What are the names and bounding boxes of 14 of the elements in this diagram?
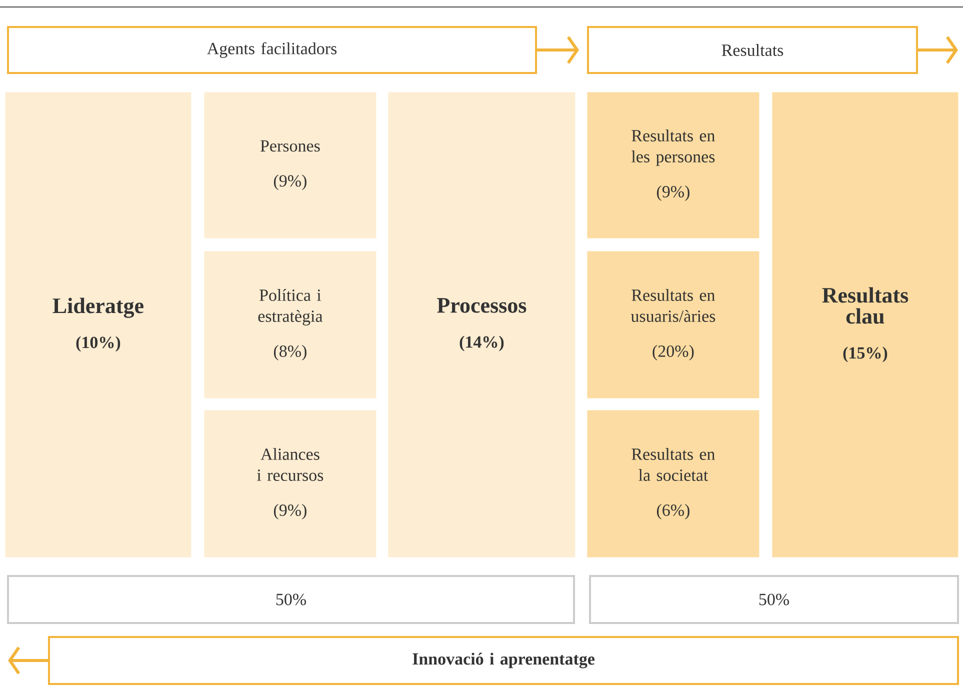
criterion-box: Resultats clau (15%)	[772, 92, 958, 558]
total-box: 50%	[589, 575, 959, 624]
criterion-box: Lideratge (10%)	[5, 92, 192, 558]
criterion-box: Persones (9%)	[204, 92, 376, 238]
criterion-box: Política i estratègia (8%)	[204, 251, 376, 398]
criterion-box: Resultats en usuaris/àries (20%)	[587, 251, 760, 398]
section-banner: Agents facilitadors	[7, 26, 537, 74]
criterion-box: Processos (14%)	[388, 92, 576, 558]
criterion-box: Resultats en la societat (6%)	[587, 410, 760, 558]
section-banner: Resultats	[587, 26, 918, 74]
criterion-box: Aliances i recursos (9%)	[204, 410, 376, 558]
section-banner: Innovació i aprenentatge	[48, 636, 959, 685]
total-box: 50%	[7, 575, 575, 624]
criterion-box: Resultats en les persones (9%)	[587, 92, 760, 238]
